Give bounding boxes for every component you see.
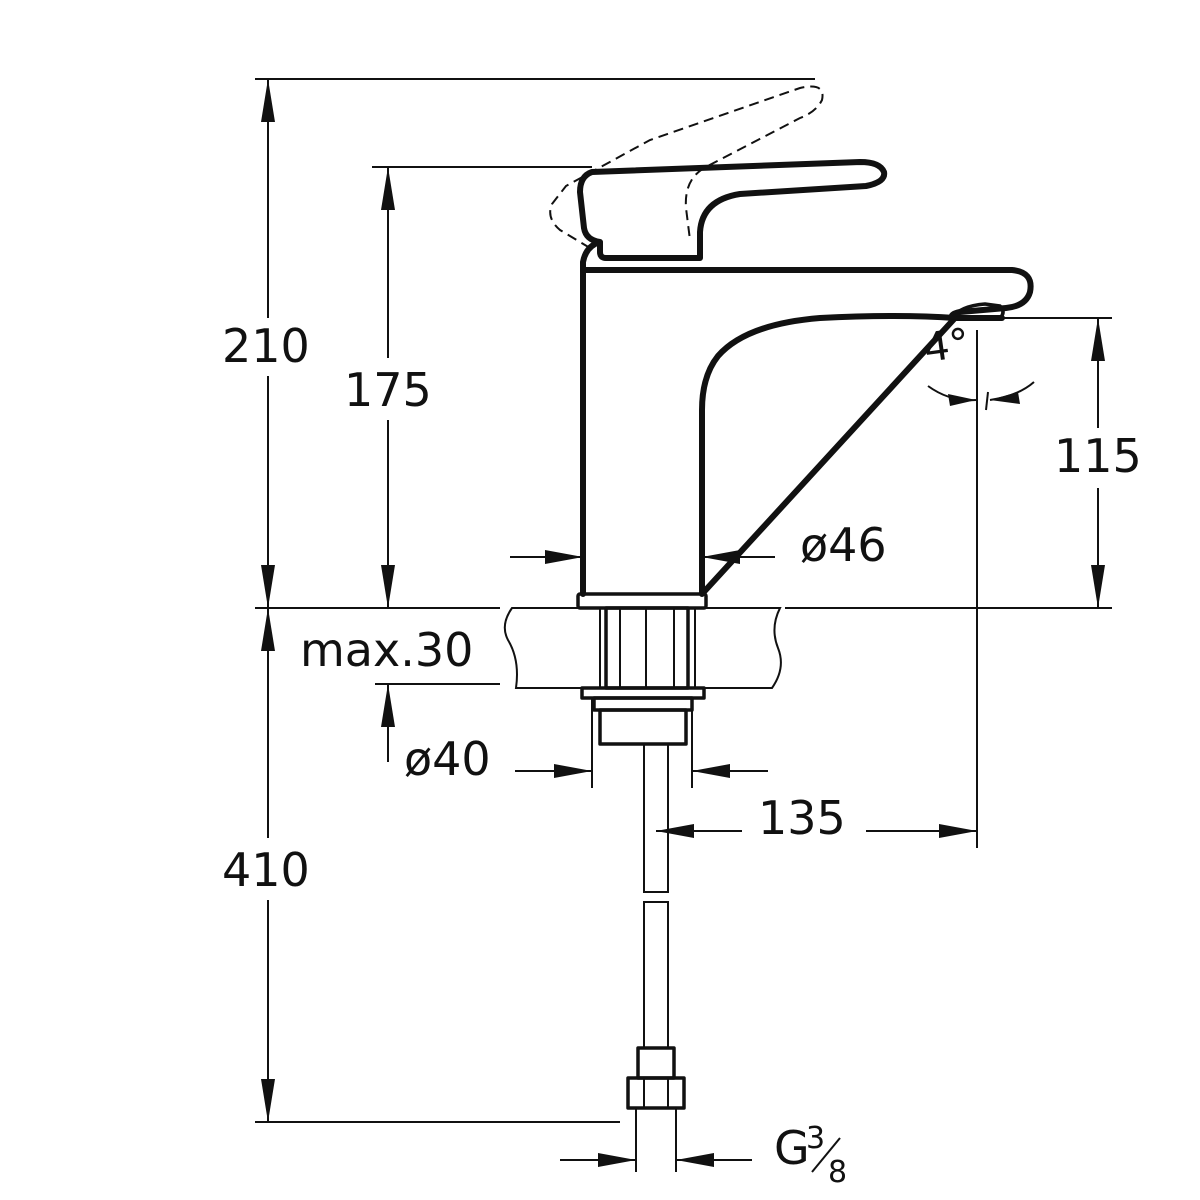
dim-hose-length: 410 <box>222 843 310 897</box>
dim-deck-thickness: max.30 <box>300 623 473 677</box>
thread-prefix: G <box>774 1121 810 1175</box>
faucet-body <box>549 85 1034 610</box>
dim-body-diameter: ø46 <box>800 518 887 572</box>
dim-total-height: 210 <box>222 319 310 373</box>
dim-spout-height: 115 <box>1054 429 1142 483</box>
dim-connection-thread: G 3 8 <box>774 1121 847 1190</box>
dim-spout-angle: 4° <box>921 320 972 372</box>
dim-lever-height: 175 <box>344 363 432 417</box>
thread-numerator: 3 <box>806 1121 825 1156</box>
dim-shank-diameter: ø40 <box>404 732 491 786</box>
thread-denominator: 8 <box>828 1155 847 1190</box>
thread-fraction-bar <box>811 1137 841 1173</box>
flexible-hose <box>626 743 686 1110</box>
dimension-lines <box>255 78 1112 1172</box>
countertop-section <box>503 607 782 689</box>
mounting-shank <box>580 606 706 746</box>
dim-spout-reach: 135 <box>758 791 846 845</box>
